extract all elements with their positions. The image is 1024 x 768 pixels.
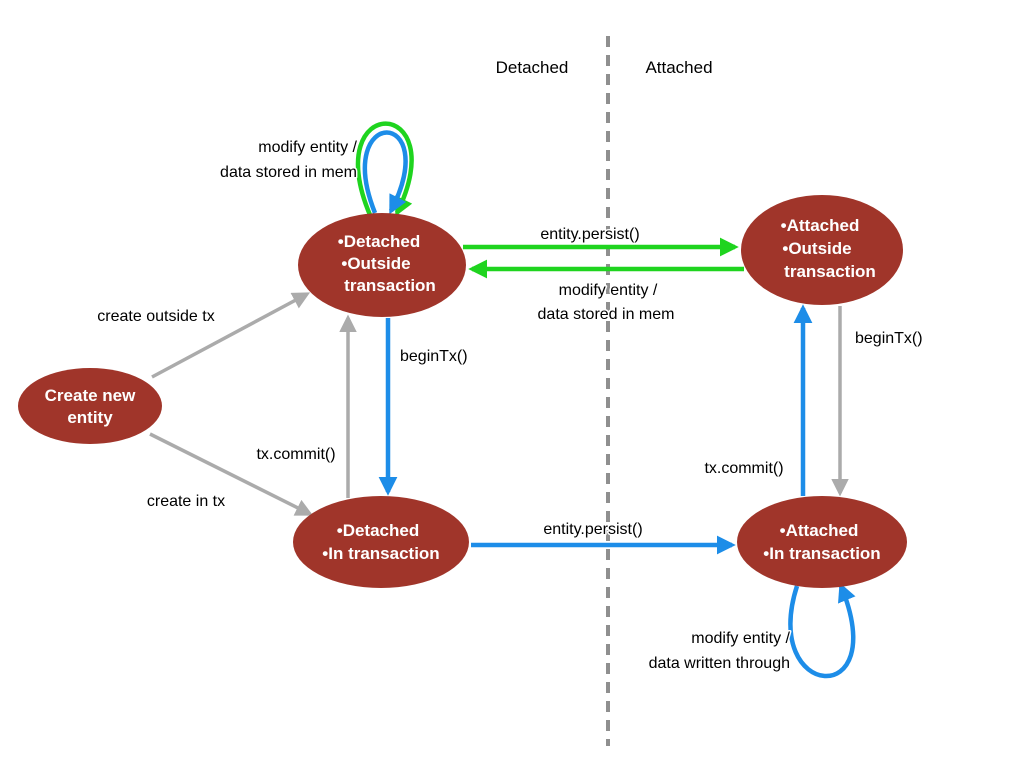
node-detached-outside-line1: •Detached <box>338 232 420 251</box>
label-create-outside-tx: create outside tx <box>97 308 214 325</box>
label-create-in-tx: create in tx <box>147 493 225 510</box>
node-attached-in-transaction: •Attached •In transaction <box>737 496 907 588</box>
node-detached-outside-line2: •Outside <box>341 254 410 273</box>
label-modify-write-line2: data written through <box>649 655 790 672</box>
node-detached-outside-ellipse <box>298 213 466 317</box>
node-create-line2: entity <box>67 408 113 427</box>
node-detached-outside-line3: transaction <box>344 276 436 295</box>
region-label-detached: Detached <box>496 58 569 77</box>
node-create-new-entity: Create new entity <box>18 368 162 444</box>
node-attached-outside-line1: •Attached <box>781 216 860 235</box>
node-attached-in-line2: •In transaction <box>763 544 880 563</box>
label-modify-loop: modify entity / data stored in mem <box>219 138 360 183</box>
label-txcommit-right: tx.commit() <box>704 460 783 477</box>
node-attached-in-ellipse <box>737 496 907 588</box>
arrow-create-outside-tx <box>151 292 311 379</box>
label-modify-loop-line2: data stored in mem <box>220 164 357 181</box>
label-persist-top: entity.persist() <box>540 226 639 243</box>
node-detached-in-ellipse <box>293 496 469 588</box>
node-attached-outside-transaction: •Attached •Outside transaction <box>741 195 903 305</box>
node-create-ellipse <box>18 368 162 444</box>
label-txcommit-left: tx.commit() <box>256 446 335 463</box>
label-persist-bottom: entity.persist() <box>543 521 642 538</box>
label-modify-loop-line1: modify entity / <box>258 139 357 156</box>
label-begintx-right: beginTx() <box>855 330 923 347</box>
node-detached-outside-transaction: •Detached •Outside transaction <box>298 213 466 317</box>
node-create-line1: Create new <box>45 386 136 405</box>
label-begintx-left: beginTx() <box>400 348 468 365</box>
label-modify-return-line1: modify entity / <box>559 282 658 299</box>
node-detached-in-transaction: •Detached •In transaction <box>293 496 469 588</box>
node-detached-in-line1: •Detached <box>337 521 419 540</box>
arrow-create-in-tx <box>149 432 314 516</box>
label-modify-return: modify entity / data stored in mem <box>536 281 676 325</box>
arrow-modify-write-loop <box>788 582 856 679</box>
node-attached-outside-ellipse <box>741 195 903 305</box>
label-modify-return-line2: data stored in mem <box>538 306 675 323</box>
arrow-modify-loop-green <box>355 121 414 217</box>
label-modify-write-line1: modify entity / <box>691 630 790 647</box>
node-attached-in-line1: •Attached <box>780 521 859 540</box>
node-detached-in-line2: •In transaction <box>322 544 439 563</box>
region-label-attached: Attached <box>645 58 712 77</box>
label-modify-write-loop: modify entity / data written through <box>647 629 792 674</box>
node-attached-outside-line3: transaction <box>784 262 876 281</box>
arrow-modify-loop-blue <box>362 130 408 215</box>
node-attached-outside-line2: •Outside <box>782 239 851 258</box>
